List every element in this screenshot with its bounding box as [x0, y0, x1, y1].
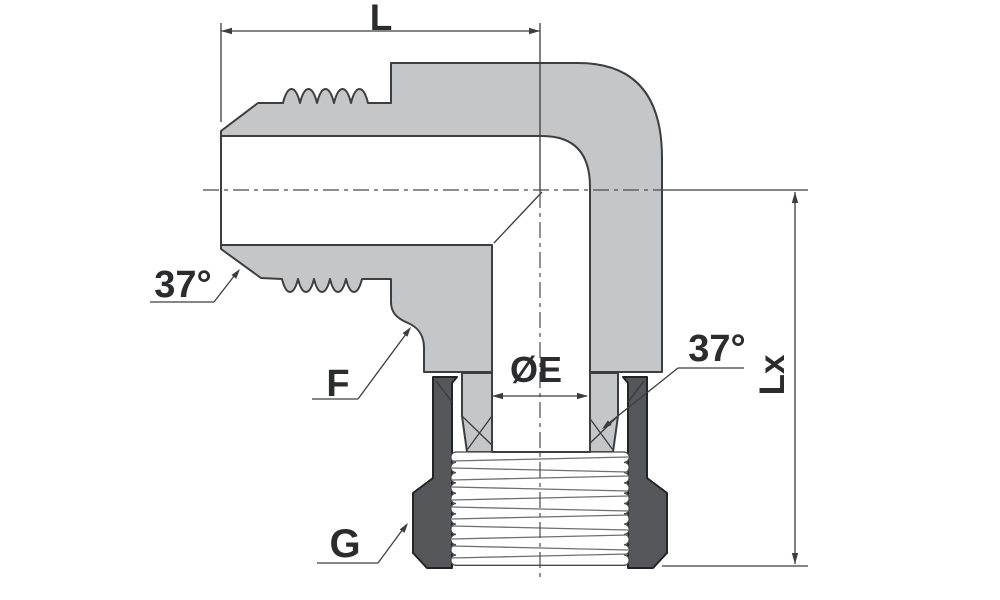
arrowhead — [221, 27, 232, 35]
leader-flare-angle-right: 37° — [602, 328, 746, 429]
leader-line — [377, 524, 407, 564]
bore-cavity — [220, 135, 591, 453]
nut-left-half — [412, 376, 458, 569]
arrowhead — [399, 523, 408, 533]
leader-flare-angle-left: 37° — [150, 264, 240, 306]
arrowhead — [791, 553, 799, 564]
arrowhead — [791, 192, 799, 203]
flare-cone-edge — [466, 415, 493, 451]
bore-diameter-label: ØE — [510, 349, 562, 390]
thread-crest-lines — [451, 456, 629, 559]
leader-fillet: F — [312, 327, 411, 405]
arrowhead — [602, 420, 612, 429]
fillet-label: F — [326, 363, 349, 405]
arrowhead — [231, 269, 240, 279]
arrowhead — [529, 27, 540, 35]
angle-label-right: 37° — [688, 328, 745, 370]
arrowhead — [492, 392, 503, 400]
arrowhead — [577, 392, 588, 400]
angle-label-left: 37° — [154, 264, 211, 306]
nut-chamfer-edge — [435, 380, 453, 403]
dimension-bore-diameter: ØE — [492, 349, 588, 400]
nut-right-half — [622, 376, 668, 569]
bore — [220, 135, 591, 453]
nut-label: G — [329, 522, 360, 566]
dimension-L: L — [220, 0, 541, 192]
leader-line — [357, 329, 410, 400]
flare-seat-edge — [587, 415, 614, 451]
centerlines — [203, 189, 665, 582]
bore-intersection-chamfer — [493, 191, 543, 244]
dimension-label-Lx: Lx — [753, 354, 792, 395]
leader-nut: G — [317, 522, 408, 566]
nut-thread-bore — [450, 451, 630, 566]
swivel-nut — [412, 376, 668, 569]
dimension-Lx: Lx — [662, 189, 808, 567]
nut-chamfer-edge — [627, 380, 645, 403]
arrowhead — [402, 327, 411, 337]
dimension-label-L: L — [370, 0, 393, 38]
leader-line — [603, 367, 679, 428]
